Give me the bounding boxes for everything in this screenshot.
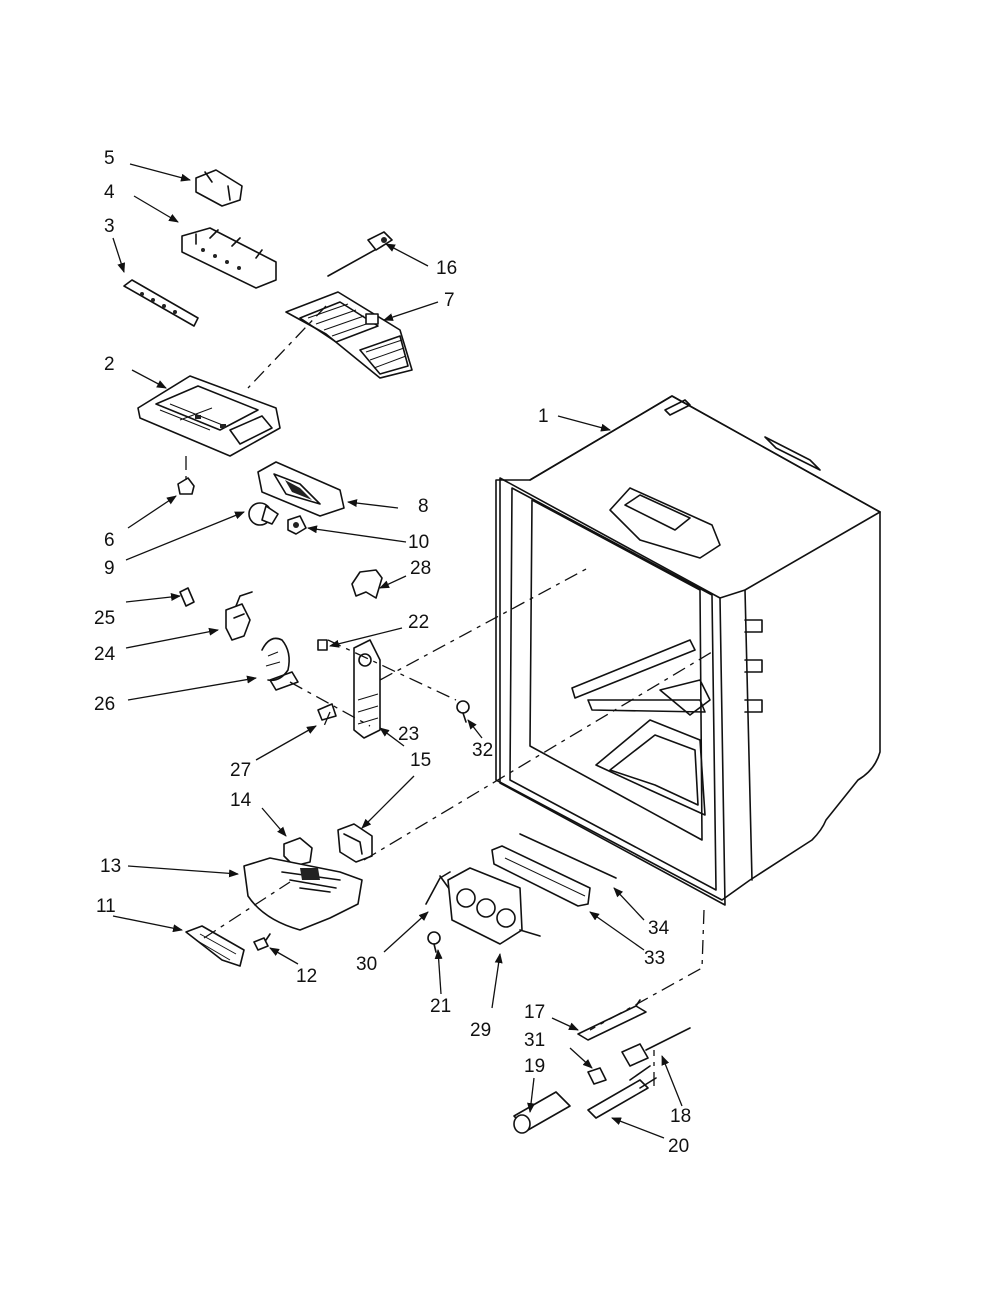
part-19-filter [513, 1091, 571, 1134]
callout-15: 15 [410, 750, 431, 771]
part-8-light-housing [257, 461, 345, 517]
part-5-bracket [195, 169, 243, 207]
part-18-fitting [621, 1027, 691, 1067]
part-31-cap [587, 1067, 607, 1085]
part-13-housing [243, 857, 363, 931]
part-2-control-panel [137, 375, 281, 457]
part-12-screw [253, 933, 271, 951]
part-29-heater-assembly [447, 867, 541, 945]
callout-20: 20 [668, 1136, 689, 1157]
callout-2: 2 [104, 354, 115, 375]
part-14-actuator [283, 837, 313, 867]
callout-5: 5 [104, 148, 115, 169]
assembly-lines [185, 305, 713, 1086]
part-7-cover [285, 291, 413, 379]
callout-13: 13 [100, 856, 121, 877]
callout-33: 33 [644, 948, 665, 969]
part-15-switch-housing [337, 823, 373, 863]
part-34-wire [519, 833, 617, 879]
callout-17: 17 [524, 1002, 545, 1023]
part-9-bulb [248, 502, 279, 526]
callout-25: 25 [94, 608, 115, 629]
callout-8: 8 [418, 496, 429, 517]
part-27-clip [317, 703, 337, 721]
callout-29: 29 [470, 1020, 491, 1041]
callout-21: 21 [430, 996, 451, 1017]
callout-23: 23 [398, 724, 419, 745]
part-3-strip [123, 279, 199, 327]
callout-26: 26 [94, 694, 115, 715]
callout-7: 7 [444, 290, 455, 311]
callout-22: 22 [408, 612, 429, 633]
callout-24: 24 [94, 644, 116, 665]
part-30-sensor [425, 871, 451, 905]
callout-9: 9 [104, 558, 115, 579]
callout-10: 10 [408, 532, 429, 553]
callout-34: 34 [648, 918, 670, 939]
callout-12: 12 [296, 966, 317, 987]
cabinet-liner-part [495, 395, 881, 906]
callout-32: 32 [472, 740, 493, 761]
callout-30: 30 [356, 954, 377, 975]
part-26-damper [261, 637, 299, 691]
part-11-grille [185, 925, 245, 967]
part-25-clip [179, 587, 195, 607]
callout-6: 6 [104, 530, 115, 551]
callout-28: 28 [410, 558, 431, 579]
callout-3: 3 [104, 216, 115, 237]
part-17-bracket [577, 999, 647, 1041]
part-24-bracket [225, 591, 253, 641]
callout-4: 4 [104, 182, 115, 203]
part-28-cover [351, 569, 383, 599]
callout-11: 11 [96, 896, 116, 917]
part-20-bracket [587, 1065, 657, 1119]
part-21-screw [427, 931, 441, 953]
part-10-socket [287, 515, 307, 535]
callout-31: 31 [524, 1030, 545, 1051]
part-16-probe [327, 231, 393, 277]
leader-lines [112, 163, 683, 1139]
part-6-clip [177, 477, 195, 495]
callout-16: 16 [436, 258, 457, 279]
part-32-screw [456, 700, 470, 723]
part-22-plug [317, 639, 328, 651]
callout-19: 19 [524, 1056, 545, 1077]
part-4-housing [181, 227, 277, 289]
callout-labels: 1 2 3 4 5 6 7 8 9 10 11 12 13 14 15 16 1… [94, 148, 691, 1157]
callout-27: 27 [230, 760, 251, 781]
callout-14: 14 [230, 790, 252, 811]
callout-1: 1 [538, 406, 549, 427]
part-33-rail [491, 845, 591, 907]
callout-18: 18 [670, 1106, 691, 1127]
